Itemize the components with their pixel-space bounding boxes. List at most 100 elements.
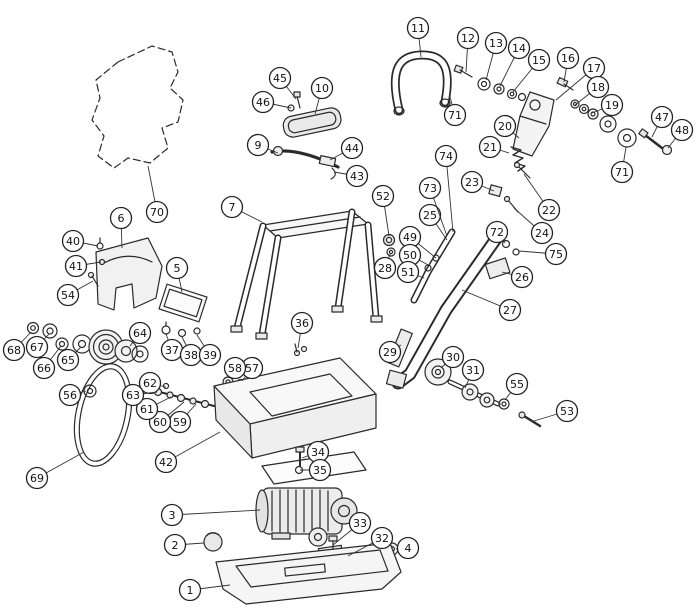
balloon-circle	[290, 311, 314, 335]
callout-30: 30	[440, 345, 465, 369]
callout-58: 58	[223, 356, 247, 380]
balloon-number: 41	[69, 260, 83, 273]
pulley-assembly	[26, 321, 201, 365]
callout-3: 3	[160, 503, 261, 527]
balloon-number: 75	[549, 248, 563, 261]
balloon-circle	[610, 160, 634, 184]
balloon-circle	[163, 533, 187, 557]
engine-outline	[91, 45, 184, 169]
balloon-circle	[484, 31, 508, 55]
balloon-circle	[138, 371, 162, 395]
callout-71: 71	[610, 146, 634, 184]
balloon-circle	[370, 526, 394, 550]
handle-grip	[390, 50, 452, 116]
balloon-circle	[310, 76, 334, 100]
callout-32: 32	[347, 526, 394, 557]
balloon-circle	[64, 254, 88, 278]
balloon-number: 38	[184, 349, 198, 362]
balloon-number: 43	[350, 170, 364, 183]
balloon-circle	[418, 203, 442, 227]
balloon-number: 60	[153, 416, 167, 429]
throttle-lever	[270, 145, 340, 180]
callout-29: 29	[378, 340, 402, 364]
balloon-number: 29	[383, 346, 397, 359]
balloon-number: 67	[30, 341, 44, 354]
tube-bracket	[484, 239, 520, 280]
balloon-number: 47	[655, 111, 669, 124]
balloon-circle	[198, 343, 222, 367]
base-plate	[215, 542, 402, 605]
balloon-circle	[507, 36, 531, 60]
balloon-circle	[58, 383, 82, 407]
callout-47: 47	[650, 105, 674, 138]
balloon-number: 65	[61, 354, 75, 367]
upper-washers	[556, 76, 599, 120]
balloon-number: 16	[561, 52, 575, 65]
balloon-number: 4	[405, 542, 412, 555]
callout-18: 18	[574, 75, 610, 106]
callout-20: 20	[493, 114, 520, 139]
balloon-number: 14	[512, 42, 526, 55]
balloon-number: 33	[353, 517, 367, 530]
balloon-number: 57	[245, 362, 259, 375]
plug-bushing	[203, 532, 223, 552]
roll-frame	[230, 208, 383, 340]
balloon-circle	[406, 16, 430, 40]
balloon-circle	[493, 114, 517, 138]
balloon-number: 71	[615, 166, 629, 179]
balloon-circle	[555, 399, 579, 423]
exciter-motor	[255, 487, 358, 547]
balloon-number: 28	[378, 262, 392, 275]
balloon-number: 73	[423, 182, 437, 195]
balloon-number: 74	[439, 150, 453, 163]
balloon-number: 56	[63, 389, 77, 402]
callout-48: 48	[667, 118, 694, 149]
callout-35: 35	[300, 458, 332, 482]
balloon-number: 1	[187, 584, 194, 597]
balloon-circle	[135, 397, 159, 421]
callout-74: 74	[434, 144, 458, 233]
balloon-number: 49	[403, 231, 417, 244]
balloon-circle	[121, 383, 145, 407]
callout-43: 43	[333, 164, 369, 188]
callout-1: 1	[178, 578, 231, 602]
balloon-number: 2	[172, 539, 179, 552]
callout-54: 54	[56, 280, 94, 307]
callout-31: 31	[461, 358, 485, 389]
balloon-number: 27	[503, 304, 517, 317]
callout-15: 15	[512, 48, 551, 93]
cover-plate	[282, 91, 342, 138]
callout-10: 10	[310, 76, 334, 115]
callout-4: 4	[395, 536, 420, 560]
balloon-number: 5	[174, 262, 181, 275]
balloon-circle	[56, 283, 80, 307]
balloon-circle	[441, 345, 465, 369]
balloon-circle	[109, 206, 133, 230]
balloon-number: 66	[37, 362, 51, 375]
callout-26: 26	[501, 265, 534, 289]
callout-12: 12	[456, 26, 480, 73]
balloon-number: 20	[498, 120, 512, 133]
callout-66: 66	[32, 345, 62, 380]
balloon-number: 46	[256, 96, 270, 109]
balloon-number: 40	[66, 235, 80, 248]
callout-61: 61	[135, 396, 172, 421]
callout-28: 28	[373, 253, 397, 280]
balloon-circle	[251, 90, 275, 114]
balloon-number: 30	[446, 351, 460, 364]
balloon-number: 6	[118, 212, 125, 225]
balloon-circle	[371, 184, 395, 208]
callout-44: 44	[329, 136, 364, 161]
balloon-number: 51	[401, 266, 415, 279]
callout-70: 70	[145, 165, 169, 224]
callout-72: 72	[485, 220, 509, 244]
balloon-number: 48	[675, 124, 689, 137]
callout-13: 13	[484, 31, 508, 81]
callout-55: 55	[504, 372, 529, 401]
balloon-number: 36	[295, 317, 309, 330]
balloon-circle	[32, 356, 56, 380]
callout-56: 56	[58, 383, 87, 407]
callout-9: 9	[246, 133, 279, 157]
balloon-circle	[165, 256, 189, 280]
